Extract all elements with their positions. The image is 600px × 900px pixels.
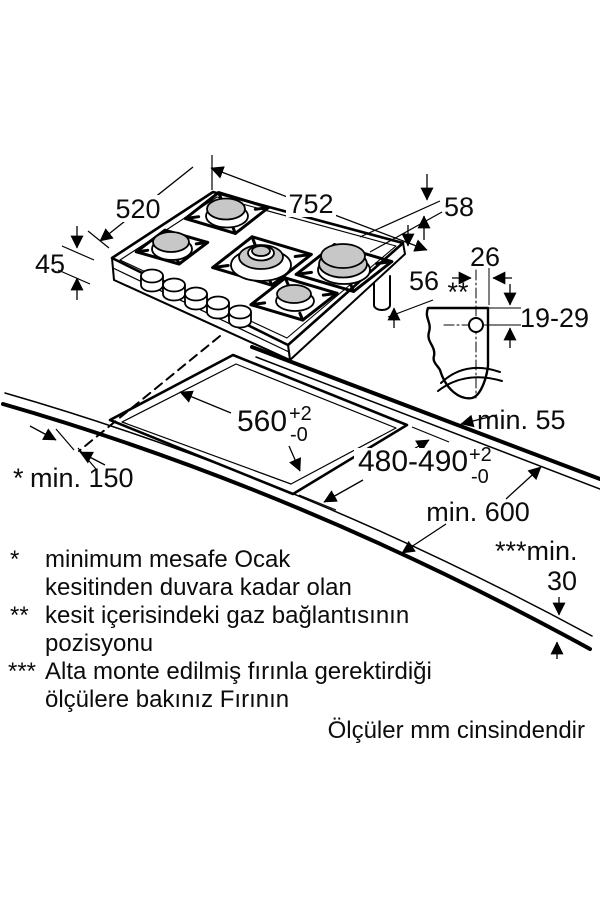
units-note: Ölçüler mm cinsindendir bbox=[328, 717, 585, 744]
footnote-2-marker: ** bbox=[10, 602, 29, 629]
dim-56-label: 56 bbox=[409, 266, 439, 296]
knob-3-top bbox=[184, 286, 208, 302]
dim-480-arrow-down bbox=[323, 479, 364, 503]
burner-right bbox=[317, 243, 371, 285]
burner-back-center bbox=[205, 197, 249, 229]
dim-min150-arrow-left bbox=[29, 425, 57, 441]
footnote-3-line-2: ölçülere bakınız Fırının bbox=[45, 686, 289, 713]
knob-1-top bbox=[140, 268, 164, 284]
dim-752-label: 752 bbox=[288, 189, 333, 219]
worktop-back-edge-thick bbox=[250, 345, 600, 481]
footnotes: * minimum mesafe Ocak kesitinden duvara … bbox=[8, 546, 585, 744]
gas-connection-marker: ** bbox=[447, 277, 469, 307]
knob-5-top bbox=[228, 304, 252, 320]
worktop-back-edge-thin bbox=[255, 356, 600, 490]
pan-support-front bbox=[249, 276, 339, 322]
gas-pipe bbox=[373, 275, 391, 311]
projection-dashed-line bbox=[78, 335, 221, 452]
footnote-1-marker: * bbox=[10, 546, 19, 573]
dim-26-label: 26 bbox=[470, 242, 500, 272]
cutout-width-label: 560 bbox=[237, 405, 287, 438]
knob-4-top bbox=[206, 295, 230, 311]
worktop-cutout-inner-lip bbox=[121, 363, 397, 485]
dim-min55-arrow bbox=[460, 414, 498, 428]
clearance-wall-marker: * bbox=[13, 463, 24, 493]
footnote-1-line-1: minimum mesafe Ocak bbox=[45, 546, 291, 573]
dim-min600-arrow-up bbox=[505, 466, 542, 500]
footnote-2-line-2: pozisyonu bbox=[45, 630, 153, 657]
clearance-oven-value: 30 bbox=[547, 566, 577, 596]
profile-break-lines bbox=[437, 366, 503, 392]
clearance-wall-label: min. 150 bbox=[30, 463, 134, 493]
footnote-3-marker: *** bbox=[8, 658, 36, 685]
worktop-front-edge-thin bbox=[4, 392, 593, 637]
dim-min600-arrow-down bbox=[401, 523, 447, 554]
clearance-front-label: min. 600 bbox=[426, 497, 530, 527]
worktop-cutout bbox=[108, 353, 409, 496]
cutout-width-tol-plus: +2 bbox=[289, 403, 312, 425]
dim-520-label: 520 bbox=[115, 194, 160, 224]
control-knobs bbox=[140, 268, 252, 329]
knob-2-top bbox=[162, 277, 186, 293]
cutout-depth-tol-minus: -0 bbox=[471, 466, 489, 488]
dim-58-label: 58 bbox=[444, 192, 474, 222]
clearance-side-label: min. 55 bbox=[477, 405, 566, 435]
burner-front bbox=[275, 284, 315, 312]
footnote-2-line-1: kesit içerisindeki gaz bağlantısının bbox=[45, 602, 409, 629]
dim-19-29-label: 19-29 bbox=[520, 303, 589, 333]
burner-back-left bbox=[151, 231, 193, 261]
footnote-1-line-2: kesitinden duvara kadar olan bbox=[45, 574, 352, 601]
dim-560-arrow-up bbox=[179, 390, 232, 414]
label-backplates bbox=[111, 190, 471, 474]
clearance-oven-label: ***min. bbox=[495, 536, 578, 566]
cutout-depth-label: 480-490 bbox=[358, 445, 468, 478]
profile-detail bbox=[425, 269, 513, 400]
footnote-3-line-1: Alta monte edilmiş fırınla gerektirdiği bbox=[45, 658, 432, 685]
dim-45-label: 45 bbox=[35, 249, 65, 279]
gas-connection-circle bbox=[468, 317, 484, 333]
worktop-front-edge-thick bbox=[1, 402, 592, 651]
cutout-depth-tol-plus: +2 bbox=[469, 444, 492, 466]
dim-560-arrow-down bbox=[288, 445, 301, 472]
worktop-drawing bbox=[1, 335, 600, 651]
cutout-width-tol-minus: -0 bbox=[290, 424, 308, 446]
dim-min150-arrow-right bbox=[79, 451, 106, 466]
